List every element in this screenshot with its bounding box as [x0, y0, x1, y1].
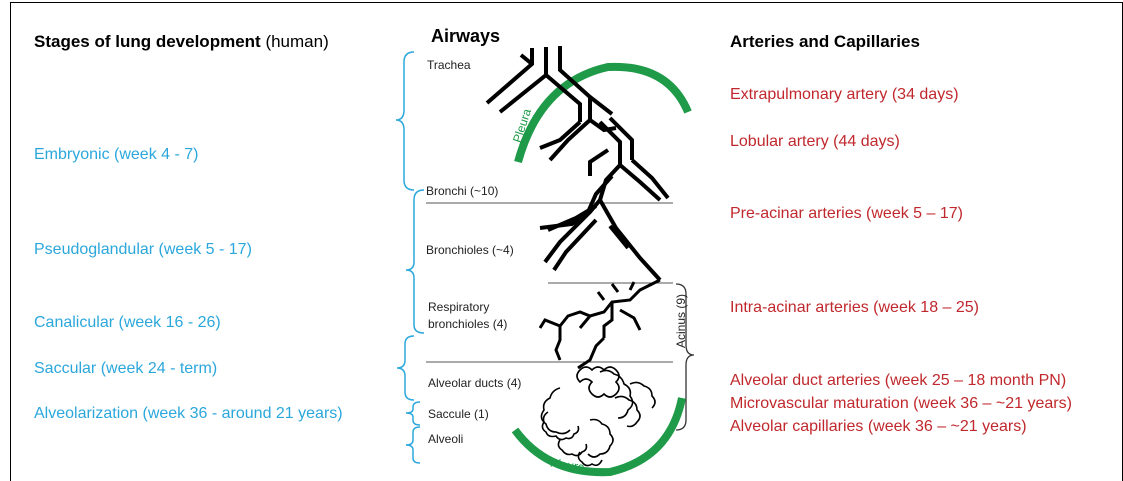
brace-alveoli — [406, 427, 420, 463]
label-bronchioles: Bronchioles (~4) — [426, 243, 514, 257]
label-respiratory-2: bronchioles (4) — [428, 317, 507, 331]
pleura-arc-lower — [515, 398, 682, 472]
stage-braces — [396, 52, 424, 463]
label-alveolar-ducts: Alveolar ducts (4) — [428, 376, 521, 390]
brace-embryonic — [396, 52, 414, 190]
label-saccule: Saccule (1) — [428, 407, 489, 421]
label-acinus: Acinus (9) — [674, 294, 688, 348]
label-bronchi: Bronchi (~10) — [426, 184, 498, 198]
label-alveoli: Alveoli — [428, 432, 463, 446]
brace-saccular — [397, 336, 414, 400]
alveolar-sacs — [541, 367, 655, 466]
label-trachea: Trachea — [427, 58, 471, 72]
label-respiratory: Respiratory — [428, 300, 489, 314]
respiratory-bronchioles — [540, 280, 660, 368]
brace-saccule — [406, 402, 420, 425]
brace-pseudoglandular — [406, 190, 424, 333]
